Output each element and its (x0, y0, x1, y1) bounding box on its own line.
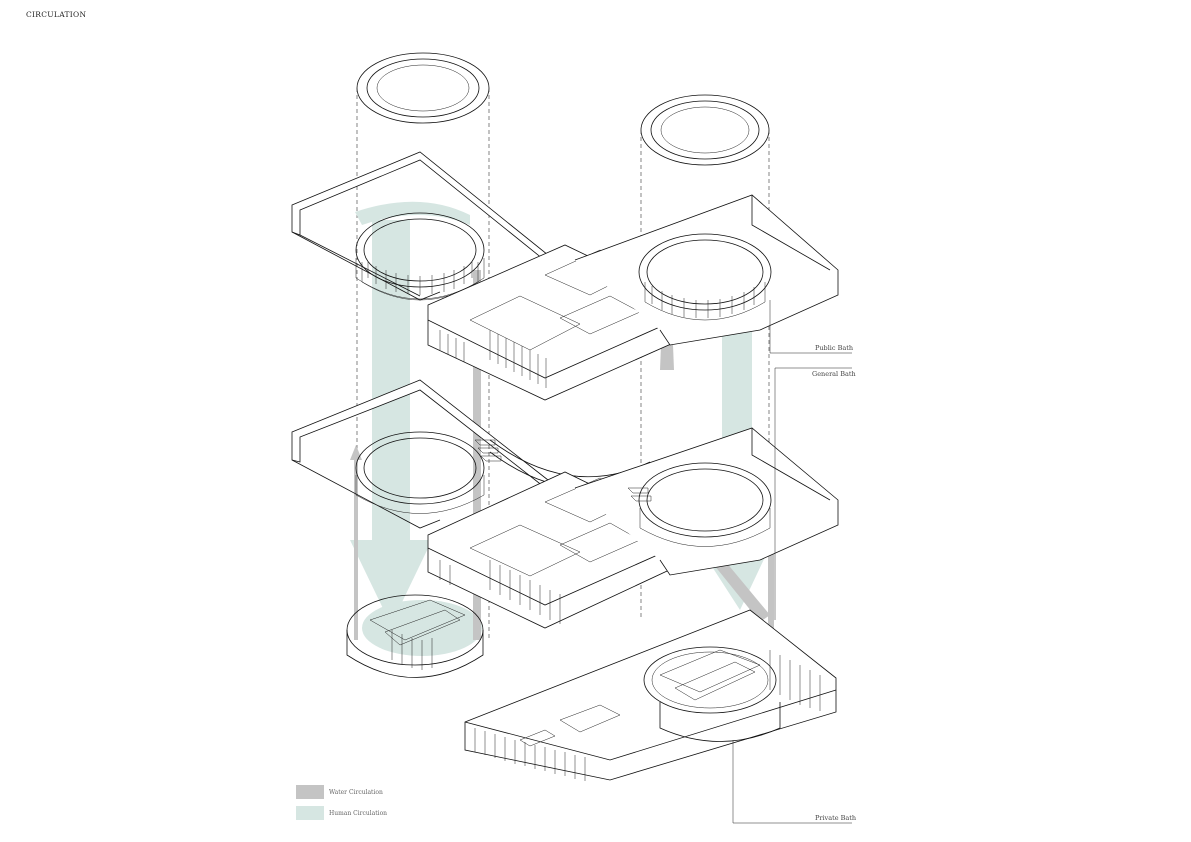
legend: Water Circulation Human Circulation (296, 785, 387, 827)
legend-swatch-human (296, 806, 324, 820)
label-general-bath: General Bath (812, 370, 856, 378)
level-private-bath (346, 594, 837, 781)
page-heading: CIRCULATION (26, 10, 87, 19)
label-private-bath: Private Bath (815, 814, 857, 822)
legend-label-human: Human Circulation (329, 809, 388, 817)
legend-swatch-water (296, 785, 324, 799)
label-leaders (732, 300, 852, 824)
legend-item-human: Human Circulation (296, 806, 387, 820)
label-public-bath: Public Bath (815, 344, 854, 352)
level-public-bath (291, 151, 839, 401)
legend-item-water: Water Circulation (296, 785, 387, 799)
level-general-bath (291, 379, 839, 629)
legend-label-water: Water Circulation (329, 788, 383, 796)
